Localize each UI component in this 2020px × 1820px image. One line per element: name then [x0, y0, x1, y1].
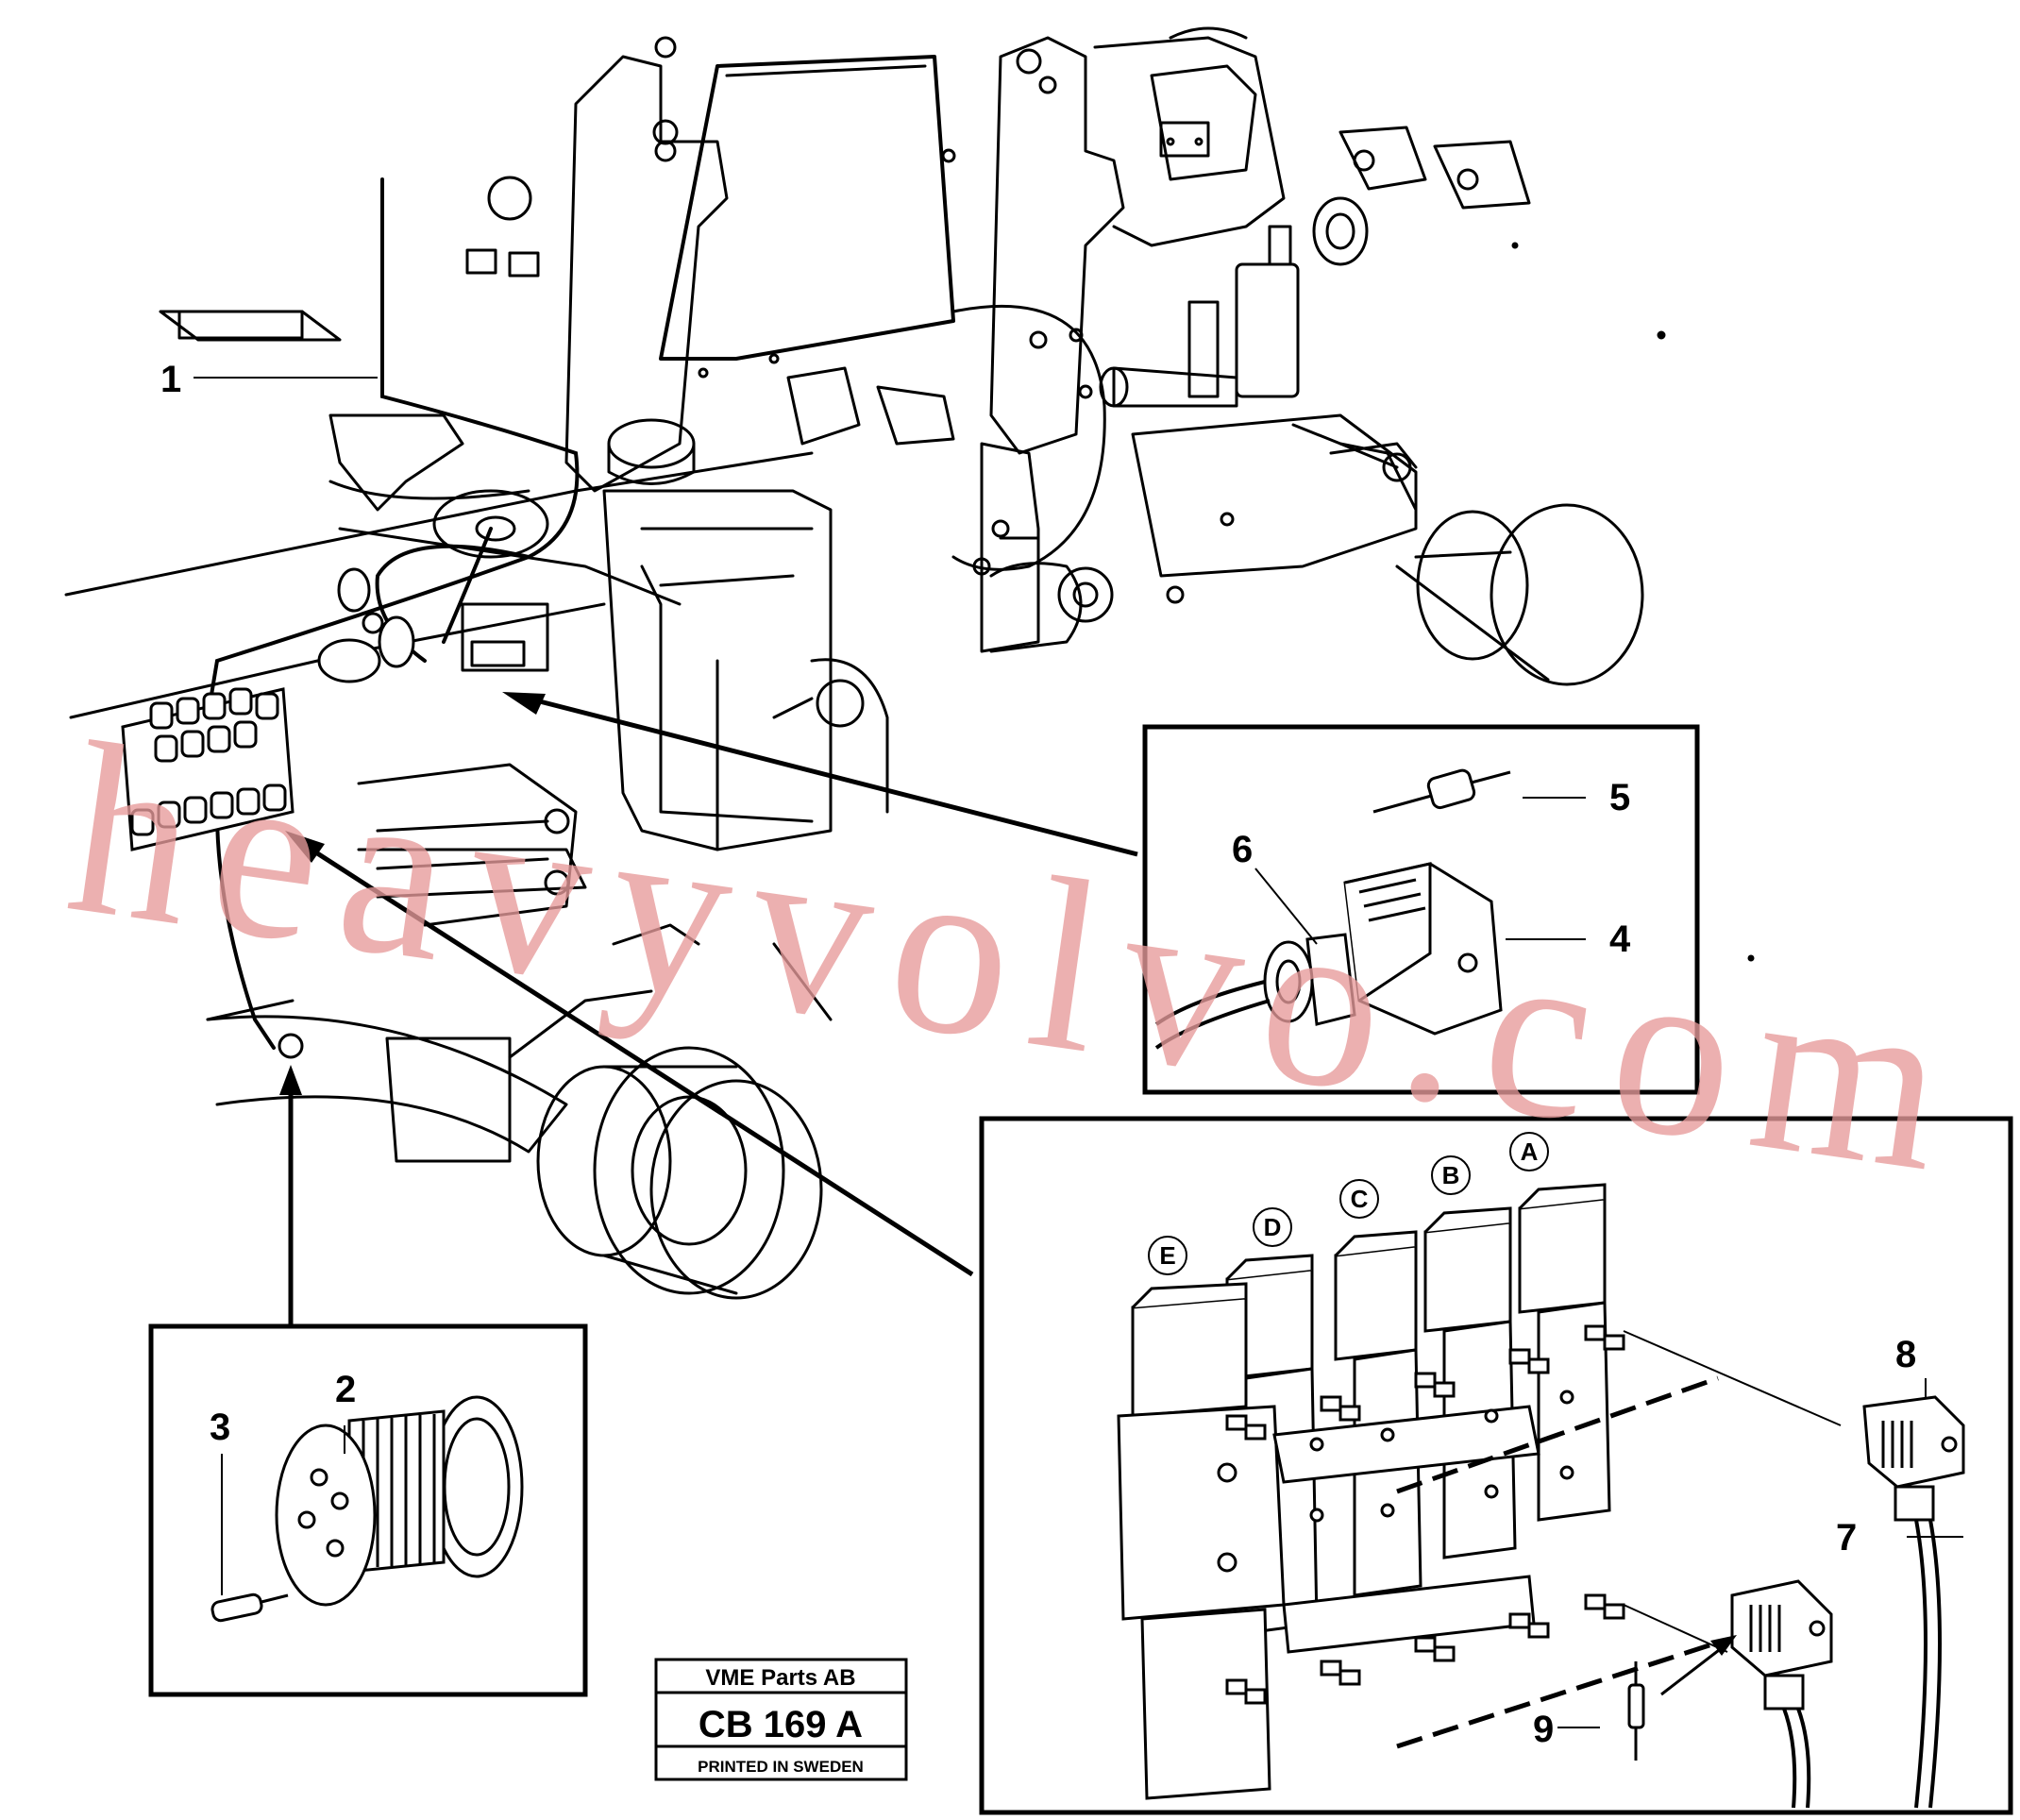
- callout-8: 8: [1895, 1334, 1916, 1375]
- connector-bank: [121, 687, 295, 851]
- detail-box-plug: [148, 1323, 588, 1697]
- detail-box-valves: [979, 1116, 2013, 1815]
- valve-connector-part-8: [1862, 1395, 1965, 1809]
- callout-5: 5: [1609, 777, 1630, 818]
- callout-3: 3: [210, 1407, 230, 1448]
- valve-letter-c: C: [1351, 1185, 1369, 1213]
- pin-part-9: [1627, 1661, 1645, 1761]
- valve-bank-drawing: [1117, 1183, 1625, 1800]
- round-plug-part-2: [275, 1395, 524, 1607]
- callout-labels: 1 2 3 4 5 6 7 8 9: [160, 359, 1916, 1750]
- arrow-heads: [279, 692, 546, 1095]
- callout-2: 2: [335, 1369, 356, 1410]
- hose-fitting: [317, 567, 415, 683]
- valve-letter-labels: A B C D E: [1159, 1138, 1538, 1270]
- title-block: VME Parts AB CB 169 A PRINTED IN SWEDEN: [654, 1658, 908, 1781]
- valve-letter-d: D: [1264, 1213, 1282, 1241]
- dashed-alignment-lines: [1396, 1375, 1719, 1749]
- callout-9: 9: [1533, 1709, 1554, 1750]
- valve-letter-a: A: [1521, 1138, 1539, 1166]
- title-printed: PRINTED IN SWEDEN: [698, 1758, 864, 1776]
- valve-letter-b: B: [1442, 1161, 1460, 1189]
- callout-1: 1: [160, 359, 181, 400]
- fuse-part-5: [1372, 768, 1511, 814]
- callout-7: 7: [1836, 1517, 1857, 1559]
- pin-part-3: [210, 1592, 289, 1623]
- cable-part: [1154, 980, 1266, 1026]
- detail-box-connector: [1142, 724, 1700, 1095]
- callout-6: 6: [1232, 829, 1253, 870]
- machine-body-drawing: [64, 26, 1755, 1300]
- plug-part-4: [1263, 862, 1503, 1036]
- valve-letter-e: E: [1159, 1241, 1175, 1270]
- callout-4: 4: [1609, 918, 1631, 960]
- lower-plug: [278, 1033, 304, 1059]
- title-company: VME Parts AB: [705, 1665, 855, 1691]
- valve-connector-part-9-plug: [1730, 1579, 1833, 1809]
- title-code: CB 169 A: [699, 1704, 863, 1745]
- leader-lines: [194, 377, 1138, 1329]
